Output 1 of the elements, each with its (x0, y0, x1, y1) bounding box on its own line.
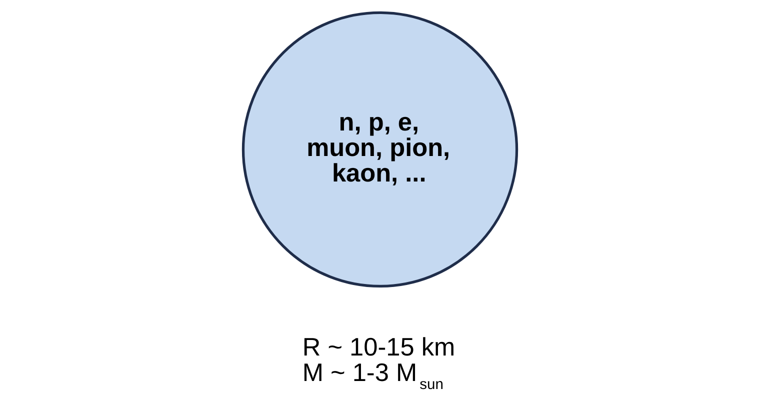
node-circle: n, p, e, muon, pion, kaon, ... (242, 11, 518, 288)
